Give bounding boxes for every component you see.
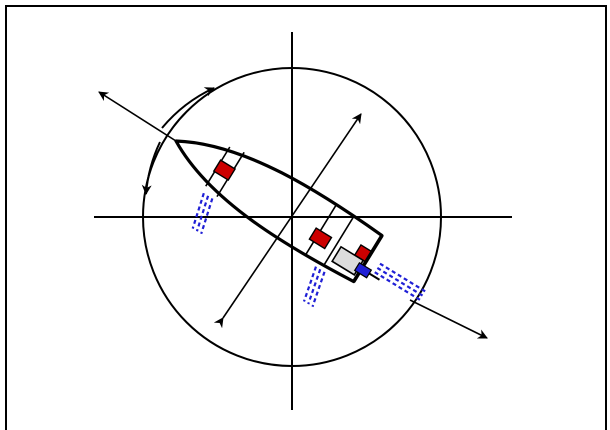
thruster-jets <box>191 192 427 308</box>
deck-lines <box>205 146 355 266</box>
transom <box>352 234 384 283</box>
boat <box>174 139 427 308</box>
outboard-motor <box>331 245 381 281</box>
transverse-motion-arrow <box>213 113 362 329</box>
thruster-bow <box>212 159 237 182</box>
thruster-midship <box>308 227 333 250</box>
rotation-arrows <box>141 87 215 195</box>
longitudinal-motion-arrow <box>98 91 488 339</box>
frame-border <box>5 5 607 430</box>
